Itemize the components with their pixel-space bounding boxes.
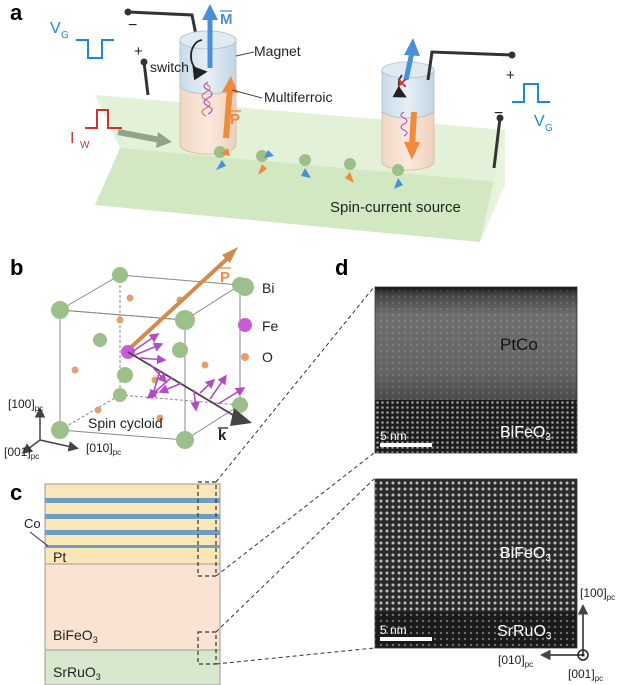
- bfo-label-d-bottom: BiFeO3: [500, 545, 551, 564]
- legend-o-swatch: [241, 353, 249, 361]
- magnetization-arrowhead-right: [404, 38, 420, 56]
- k-vector-line: [127, 351, 239, 419]
- axis-001-label-d: [001]pc: [568, 667, 603, 683]
- multiferroic-label: Multiferroic: [264, 89, 332, 105]
- legend-fe: Fe: [238, 318, 279, 334]
- sro-label-d: SrRuO3: [497, 623, 552, 642]
- scale-bar-bottom: [380, 637, 432, 641]
- left-pillar: [179, 30, 237, 155]
- co-callout-line: [29, 531, 49, 547]
- legend-fe-label: Fe: [262, 318, 279, 334]
- o-atoms: [71, 294, 209, 422]
- k-vector-label: k: [218, 427, 227, 444]
- legend-o-label: O: [262, 349, 273, 365]
- axis-001-label-b: [001]pc: [4, 445, 39, 461]
- switch-label: switch: [150, 59, 189, 75]
- p-vector-label-a: P: [230, 111, 240, 128]
- right-bottom-terminal: [496, 114, 504, 122]
- left-top-terminal: [124, 8, 132, 16]
- pt-label: Pt: [53, 549, 66, 565]
- write-current-subscript: W: [80, 140, 90, 151]
- p-vector-label-b: P: [220, 269, 230, 286]
- bfo-label-d-top: BiFeO3: [500, 424, 551, 443]
- scale-bar-label-bottom: 5 nm: [380, 623, 407, 637]
- panel-label-d: d: [335, 255, 348, 280]
- polarization-arrow-left: [223, 87, 233, 139]
- co-label: Co: [24, 516, 41, 531]
- crystal-axes-b: [21, 407, 79, 454]
- switch-arc-arrow: [190, 39, 208, 81]
- right-top-terminal: [508, 51, 516, 59]
- spin-cycloid-label: Spin cycloid: [88, 415, 163, 431]
- k-vector-arrowhead: [230, 408, 252, 426]
- legend-bi-label: Bi: [262, 280, 274, 296]
- polarization-arrowhead-left: [222, 76, 238, 93]
- blocked-switch-arc: [392, 74, 407, 98]
- bfo-label-c: BiFeO3: [53, 627, 98, 645]
- panel-label-a: a: [10, 0, 23, 25]
- spin-cycloid-spins: [131, 333, 246, 412]
- write-current-pulse: [85, 109, 122, 129]
- axis-100-label-b: [100]pc: [8, 397, 43, 413]
- p-arrow-cell: [126, 256, 230, 352]
- zoom-connectors: [215, 286, 375, 665]
- cycloid-helix-left: [203, 81, 213, 115]
- magnet-callout-line: [235, 51, 255, 57]
- micrograph-top: [374, 286, 578, 454]
- current-arrowhead: [156, 132, 172, 148]
- right-bottom-electrode: [492, 117, 502, 169]
- spin-current-source-slab: [95, 95, 505, 242]
- left-plus-sign: +: [134, 43, 143, 60]
- right-pillar: [381, 61, 435, 171]
- legend-bi: Bi: [236, 278, 274, 296]
- cycloid-helix-right: [400, 111, 408, 137]
- sro-label-c: SrRuO3: [53, 664, 101, 682]
- legend-fe-swatch: [238, 318, 252, 332]
- left-minus-sign: −: [128, 17, 137, 34]
- ptco-label: PtCo: [500, 335, 538, 354]
- legend-bi-swatch: [236, 278, 254, 296]
- p-arrowhead-cell: [222, 247, 238, 263]
- axis-010-label-b: [010]pc: [86, 441, 121, 457]
- bi-atoms: [51, 267, 248, 449]
- right-plus-sign: +: [506, 67, 515, 84]
- panel-label-b: b: [10, 255, 23, 280]
- scale-bar-label-top: 5 nm: [380, 429, 407, 443]
- magnetization-arrow-right: [403, 51, 415, 81]
- blocked-cross-icon: ✕: [396, 75, 408, 91]
- polarization-arrow-right: [409, 111, 417, 147]
- selection-box-bottom: [197, 631, 217, 665]
- gate-pulse-left: [76, 39, 114, 59]
- right-top-electrode: [426, 50, 513, 81]
- gate-voltage-label-left: V: [50, 20, 61, 37]
- multiferroic-callout-line: [231, 89, 263, 99]
- gate-voltage-label-right: V: [534, 113, 545, 130]
- polarization-arrowhead-right: [404, 142, 420, 160]
- magnetization-arrowhead-left: [202, 4, 218, 20]
- scale-bar-top: [380, 443, 432, 447]
- gate-pulse-right: [512, 83, 550, 103]
- spin-cycloid-row: [214, 146, 404, 189]
- m-vector-label: M: [220, 11, 233, 28]
- cycloid-helix-left-2: [201, 83, 211, 117]
- left-bottom-electrode: [142, 61, 150, 96]
- micrograph-bottom: [374, 478, 578, 649]
- selection-box-top: [197, 481, 217, 577]
- axis-010-label-d: [010]pc: [498, 653, 533, 669]
- magnet-label: Magnet: [254, 43, 301, 59]
- axis-100-label-d: [100]pc: [580, 586, 615, 602]
- layer-stack: [44, 483, 221, 685]
- crystal-axes-d: [540, 604, 589, 661]
- legend-o: O: [241, 349, 273, 365]
- gate-voltage-subscript-right: G: [545, 123, 553, 134]
- write-current-label: I: [70, 130, 74, 147]
- panel-label-c: c: [10, 480, 22, 505]
- right-minus-sign: −: [494, 105, 503, 122]
- spin-current-source-label: Spin-current source: [330, 199, 461, 216]
- left-bottom-terminal: [140, 58, 148, 66]
- current-arrow: [117, 129, 161, 143]
- gate-voltage-subscript-left: G: [61, 30, 69, 41]
